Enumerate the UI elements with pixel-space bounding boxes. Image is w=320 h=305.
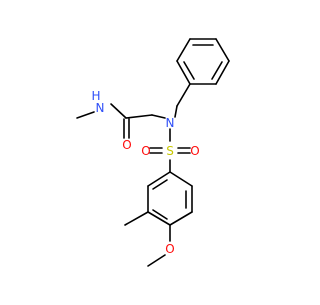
- structure-svg: H N O N O S O O: [76, 38, 230, 267]
- bond: [215, 60, 230, 85]
- bond: [183, 61, 195, 80]
- bond: [169, 211, 193, 226]
- bond: [151, 114, 166, 119]
- bond: [147, 211, 171, 226]
- atom-label-h: H: [91, 89, 100, 103]
- bond: [125, 114, 153, 119]
- atom-label-methoxy-o: O: [165, 242, 174, 256]
- bond: [124, 211, 149, 226]
- bond: [174, 105, 178, 118]
- bond: [76, 111, 95, 119]
- bond: [176, 83, 191, 107]
- bond: [147, 254, 166, 267]
- bond: [176, 38, 191, 62]
- bond: [169, 171, 193, 187]
- atom-label-amide-n: N: [96, 101, 105, 115]
- atom-label-carbonyl-o: O: [122, 138, 131, 152]
- bond: [110, 103, 127, 119]
- atom-label-sulfonyl-o-left: O: [141, 144, 150, 158]
- atom-label-sulfur: S: [166, 144, 174, 158]
- bond: [152, 209, 168, 220]
- bond: [211, 61, 223, 80]
- bond: [152, 179, 168, 190]
- bond: [215, 38, 230, 62]
- atom-label-tertiary-n: N: [166, 116, 175, 130]
- bond: [176, 60, 191, 85]
- bond: [147, 171, 171, 187]
- bonds: [76, 38, 230, 267]
- atom-labels: H N O N O S O O: [91, 89, 199, 256]
- molecule-diagram: H N O N O S O O: [76, 38, 230, 267]
- atom-label-sulfonyl-o-right: O: [190, 144, 199, 158]
